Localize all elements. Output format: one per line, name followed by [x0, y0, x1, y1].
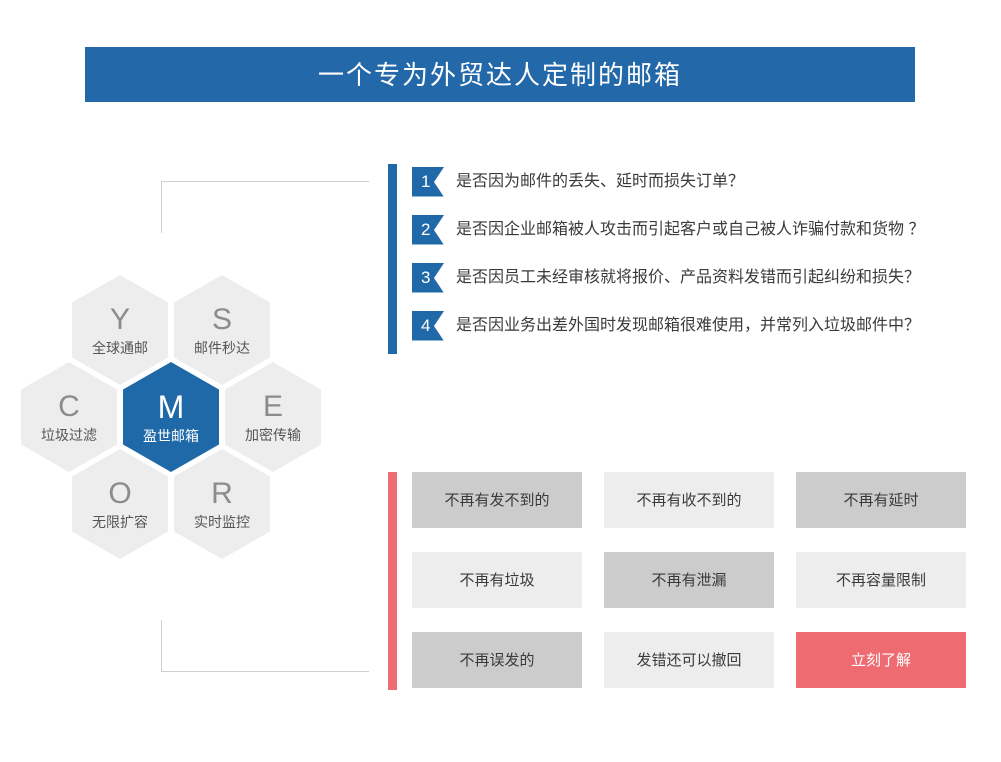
hex-tile-instant-delivery[interactable]: S 邮件秒达 — [174, 275, 270, 385]
hex-tile-realtime-monitor[interactable]: R 实时监控 — [174, 449, 270, 559]
benefits-accent-rail — [388, 472, 397, 690]
questions-accent-rail — [388, 164, 397, 354]
hex-letter: E — [262, 390, 283, 423]
benefit-tile: 不再容量限制 — [796, 552, 966, 608]
hex-tile-center-brand[interactable]: M 盈世邮箱 — [123, 362, 219, 472]
benefit-tile: 不再有发不到的 — [412, 472, 582, 528]
page-title-bar: 一个专为外贸达人定制的邮箱 — [85, 47, 915, 102]
question-number-badge: 2 — [412, 214, 444, 245]
hex-tile-global-mail[interactable]: Y 全球通邮 — [72, 275, 168, 385]
benefit-tile: 不再有延时 — [796, 472, 966, 528]
hex-tile-spam-filter[interactable]: C 垃圾过滤 — [21, 362, 117, 472]
hex-label: 无限扩容 — [92, 514, 148, 530]
benefit-tile: 不再有泄漏 — [604, 552, 774, 608]
bracket-top-decoration — [161, 181, 369, 233]
hex-letter: R — [211, 477, 233, 510]
benefits-grid: 不再有发不到的 不再有收不到的 不再有延时 不再有垃圾 不再有泄漏 不再容量限制… — [412, 472, 988, 690]
bracket-bottom-decoration — [161, 620, 369, 672]
question-number-badge: 1 — [412, 166, 444, 197]
hex-letter: S — [211, 303, 232, 336]
benefits-section: 不再有发不到的 不再有收不到的 不再有延时 不再有垃圾 不再有泄漏 不再容量限制… — [388, 472, 988, 690]
question-text: 是否因业务出差外国时发现邮箱很难使用，并常列入垃圾邮件中？ — [456, 316, 921, 334]
benefit-tile: 不再有垃圾 — [412, 552, 582, 608]
hex-letter: M — [157, 389, 185, 425]
question-text: 是否因为邮件的丢失、延时而损失订单？ — [456, 172, 745, 190]
question-number-badge: 3 — [412, 262, 444, 293]
questions-list: 1 是否因为邮件的丢失、延时而损失订单？ 2 是否因企业邮箱被人攻击而引起客户或… — [412, 164, 988, 356]
hex-label: 全球通邮 — [92, 340, 148, 356]
hex-letter: Y — [109, 303, 130, 336]
hex-label: 加密传输 — [245, 427, 301, 443]
hexagon-diagram: Y 全球通邮 S 邮件秒达 C 垃圾过滤 M 盈世邮箱 E 加密传输 O 无限扩… — [14, 275, 334, 560]
hex-letter: C — [58, 390, 80, 423]
hex-tile-unlimited-storage[interactable]: O 无限扩容 — [72, 449, 168, 559]
hex-label: 实时监控 — [194, 514, 250, 530]
hex-label: 盈世邮箱 — [143, 428, 199, 444]
question-number-badge: 4 — [412, 310, 444, 341]
hex-tile-encrypted-transfer[interactable]: E 加密传输 — [225, 362, 321, 472]
learn-more-cta-button[interactable]: 立刻了解 — [796, 632, 966, 688]
hex-label: 垃圾过滤 — [41, 427, 97, 443]
hex-letter: O — [108, 477, 132, 510]
benefit-tile: 发错还可以撤回 — [604, 632, 774, 688]
page-title: 一个专为外贸达人定制的邮箱 — [317, 59, 682, 90]
questions-section: 1 是否因为邮件的丢失、延时而损失订单？ 2 是否因企业邮箱被人攻击而引起客户或… — [388, 164, 988, 354]
question-item: 4 是否因业务出差外国时发现邮箱很难使用，并常列入垃圾邮件中？ — [412, 308, 988, 343]
benefit-tile: 不再有收不到的 — [604, 472, 774, 528]
benefit-tile: 不再误发的 — [412, 632, 582, 688]
question-text: 是否因企业邮箱被人攻击而引起客户或自己被人诈骗付款和货物 ？ — [456, 220, 925, 238]
question-text: 是否因员工未经审核就将报价、产品资料发错而引起纠纷和损失？ — [456, 268, 921, 286]
question-item: 3 是否因员工未经审核就将报价、产品资料发错而引起纠纷和损失？ — [412, 260, 988, 295]
hex-label: 邮件秒达 — [194, 340, 250, 356]
question-item: 1 是否因为邮件的丢失、延时而损失订单？ — [412, 164, 988, 199]
question-item: 2 是否因企业邮箱被人攻击而引起客户或自己被人诈骗付款和货物 ？ — [412, 212, 988, 247]
